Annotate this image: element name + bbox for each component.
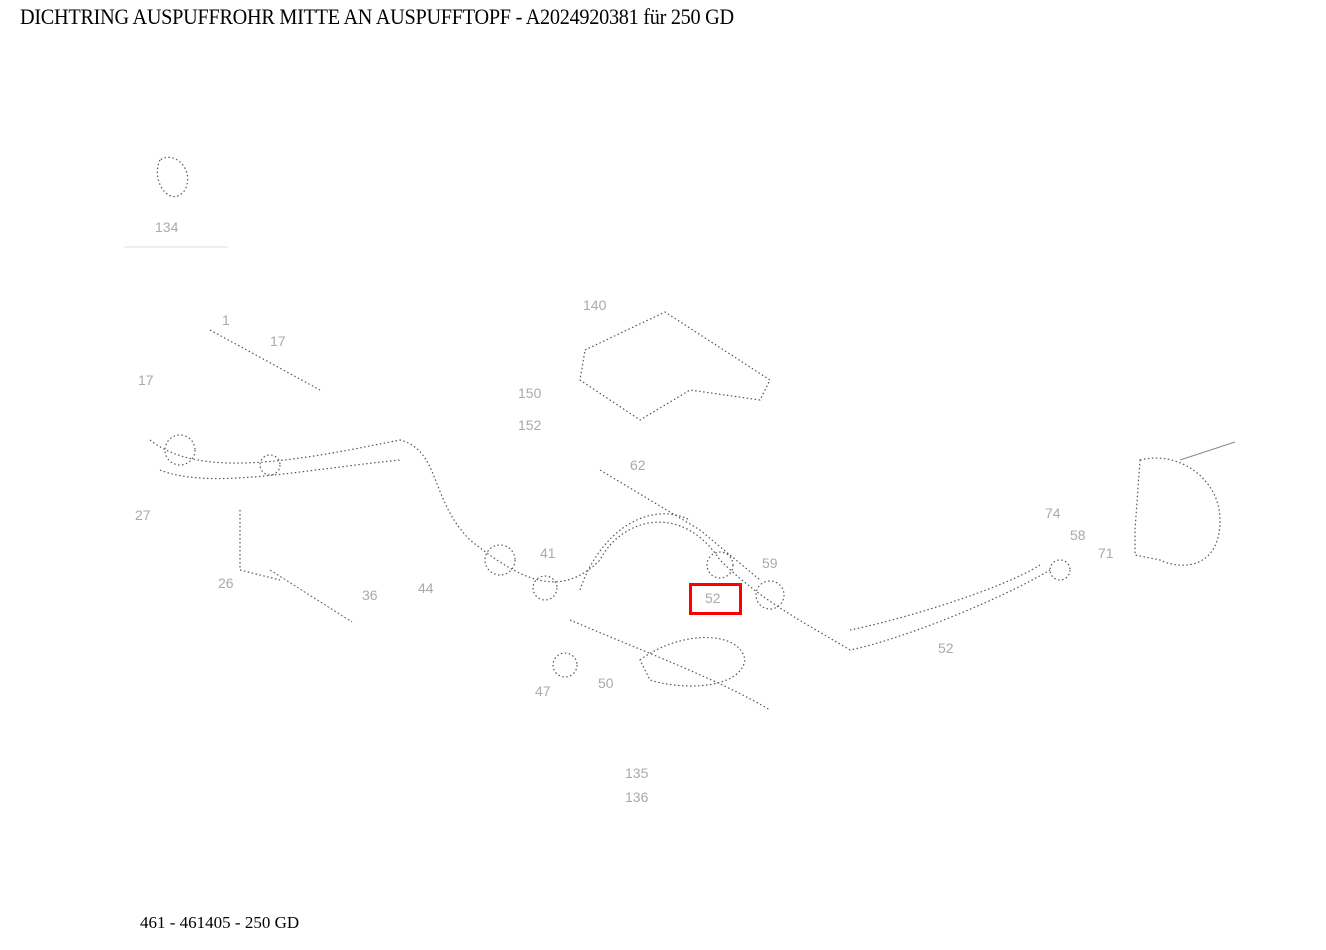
diagram-lines — [124, 156, 1236, 711]
part-label[interactable]: 136 — [625, 789, 649, 805]
part-label[interactable]: 1 — [222, 312, 230, 328]
part-label[interactable]: 17 — [270, 333, 286, 349]
diagram-labels: 134 140 1 17 17 150 152 62 44 41 47 50 5… — [135, 219, 1114, 805]
part-label[interactable]: 150 — [518, 385, 542, 401]
part-label[interactable]: 71 — [1098, 545, 1114, 561]
part-label[interactable]: 58 — [1070, 527, 1086, 543]
highlighted-part-box[interactable] — [689, 583, 742, 615]
part-label[interactable]: 134 — [155, 219, 179, 235]
part-label[interactable]: 17 — [138, 372, 154, 388]
part-label[interactable]: 44 — [418, 580, 434, 596]
part-label[interactable]: 36 — [362, 587, 378, 603]
part-label[interactable]: 62 — [630, 457, 646, 473]
part-label[interactable]: 47 — [535, 683, 551, 699]
part-label[interactable]: 152 — [518, 417, 542, 433]
diagram-reference: 461 - 461405 - 250 GD — [140, 913, 300, 932]
part-label[interactable]: 41 — [540, 545, 556, 561]
part-label[interactable]: 52 — [938, 640, 954, 656]
part-label[interactable]: 50 — [598, 675, 614, 691]
part-label[interactable]: 27 — [135, 507, 151, 523]
part-label[interactable]: 74 — [1045, 505, 1061, 521]
highlighted-part-label[interactable]: 52 — [705, 590, 721, 606]
part-label[interactable]: 140 — [583, 297, 607, 313]
part-label[interactable]: 59 — [762, 555, 778, 571]
part-label[interactable]: 135 — [625, 765, 649, 781]
part-label[interactable]: 26 — [218, 575, 234, 591]
page-title: DICHTRING AUSPUFFROHR MITTE AN AUSPUFFTO… — [20, 4, 734, 29]
